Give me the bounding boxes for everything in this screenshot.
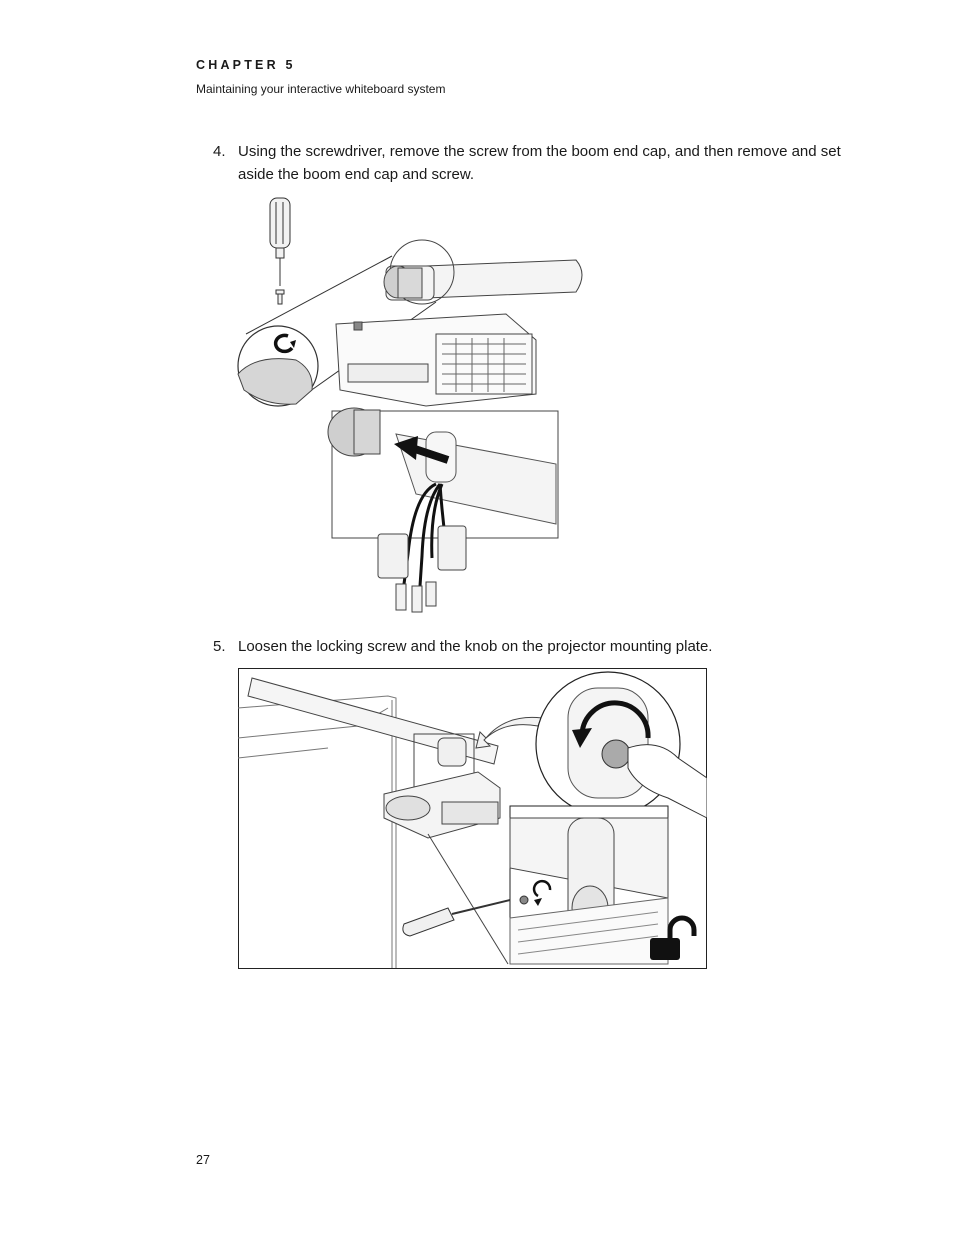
screwdriver-icon <box>269 197 291 305</box>
step-text: Loosen the locking screw and the knob on… <box>238 638 713 655</box>
pull-arrow-icon <box>410 444 450 464</box>
rotate-counterclockwise-icon <box>579 700 651 739</box>
step-number: 4. <box>213 143 226 160</box>
screwdriver-icon <box>402 879 552 937</box>
rotate-arrow-icon <box>273 333 294 354</box>
step-text: Using the screwdriver, remove the screw … <box>238 143 841 183</box>
curved-arrow-icon <box>475 716 543 749</box>
loosen-mounting-plate-illustration <box>238 668 707 969</box>
step-5: 5. Loosen the locking screw and the knob… <box>213 635 853 660</box>
remove-boom-end-cap-illustration <box>236 194 592 626</box>
page-number: 27 <box>196 1153 210 1167</box>
unlocked-padlock-icon <box>650 915 697 960</box>
chapter-label: CHAPTER 5 <box>196 58 296 72</box>
chapter-subtitle: Maintaining your interactive whiteboard … <box>196 82 446 96</box>
step-4: 4. Using the screwdriver, remove the scr… <box>213 140 853 190</box>
step-number: 5. <box>213 638 226 655</box>
